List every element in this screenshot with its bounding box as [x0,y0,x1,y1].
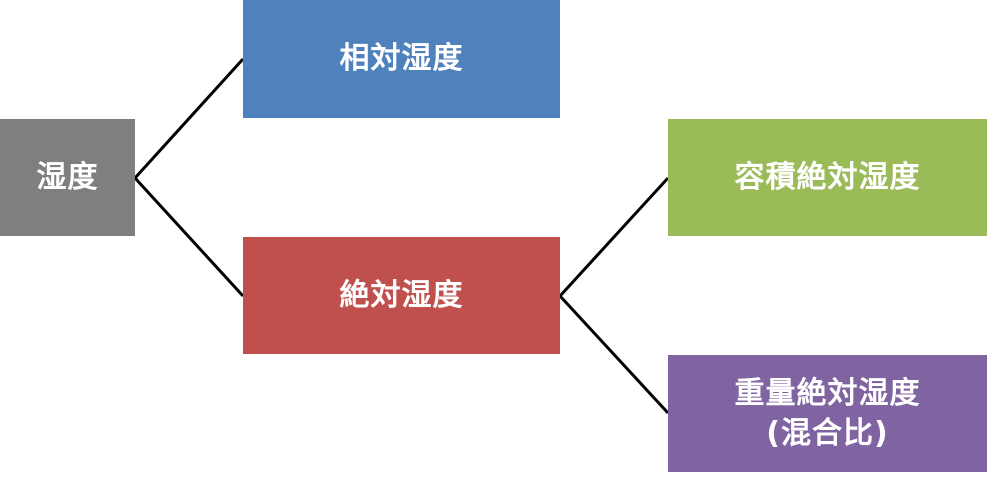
node-volumetric-absolute-humidity: 容積絶対湿度 [668,119,987,236]
node-label: 絶対湿度 [339,277,464,313]
node-label: 重量絶対湿度 (混合比) [734,375,921,451]
node-label: 湿度 [36,159,99,195]
edge-root-absolute [133,176,245,298]
edge-absolute-weight [558,294,670,415]
node-humidity: 湿度 [0,119,135,236]
node-label: 相対湿度 [339,41,464,76]
edge-root-relative [133,57,245,180]
node-label: 容積絶対湿度 [734,159,921,195]
node-relative-humidity: 相対湿度 [243,0,560,118]
node-weight-absolute-humidity: 重量絶対湿度 (混合比) [668,355,987,472]
edge-absolute-volumetric [558,176,670,298]
node-absolute-humidity: 絶対湿度 [243,237,560,354]
